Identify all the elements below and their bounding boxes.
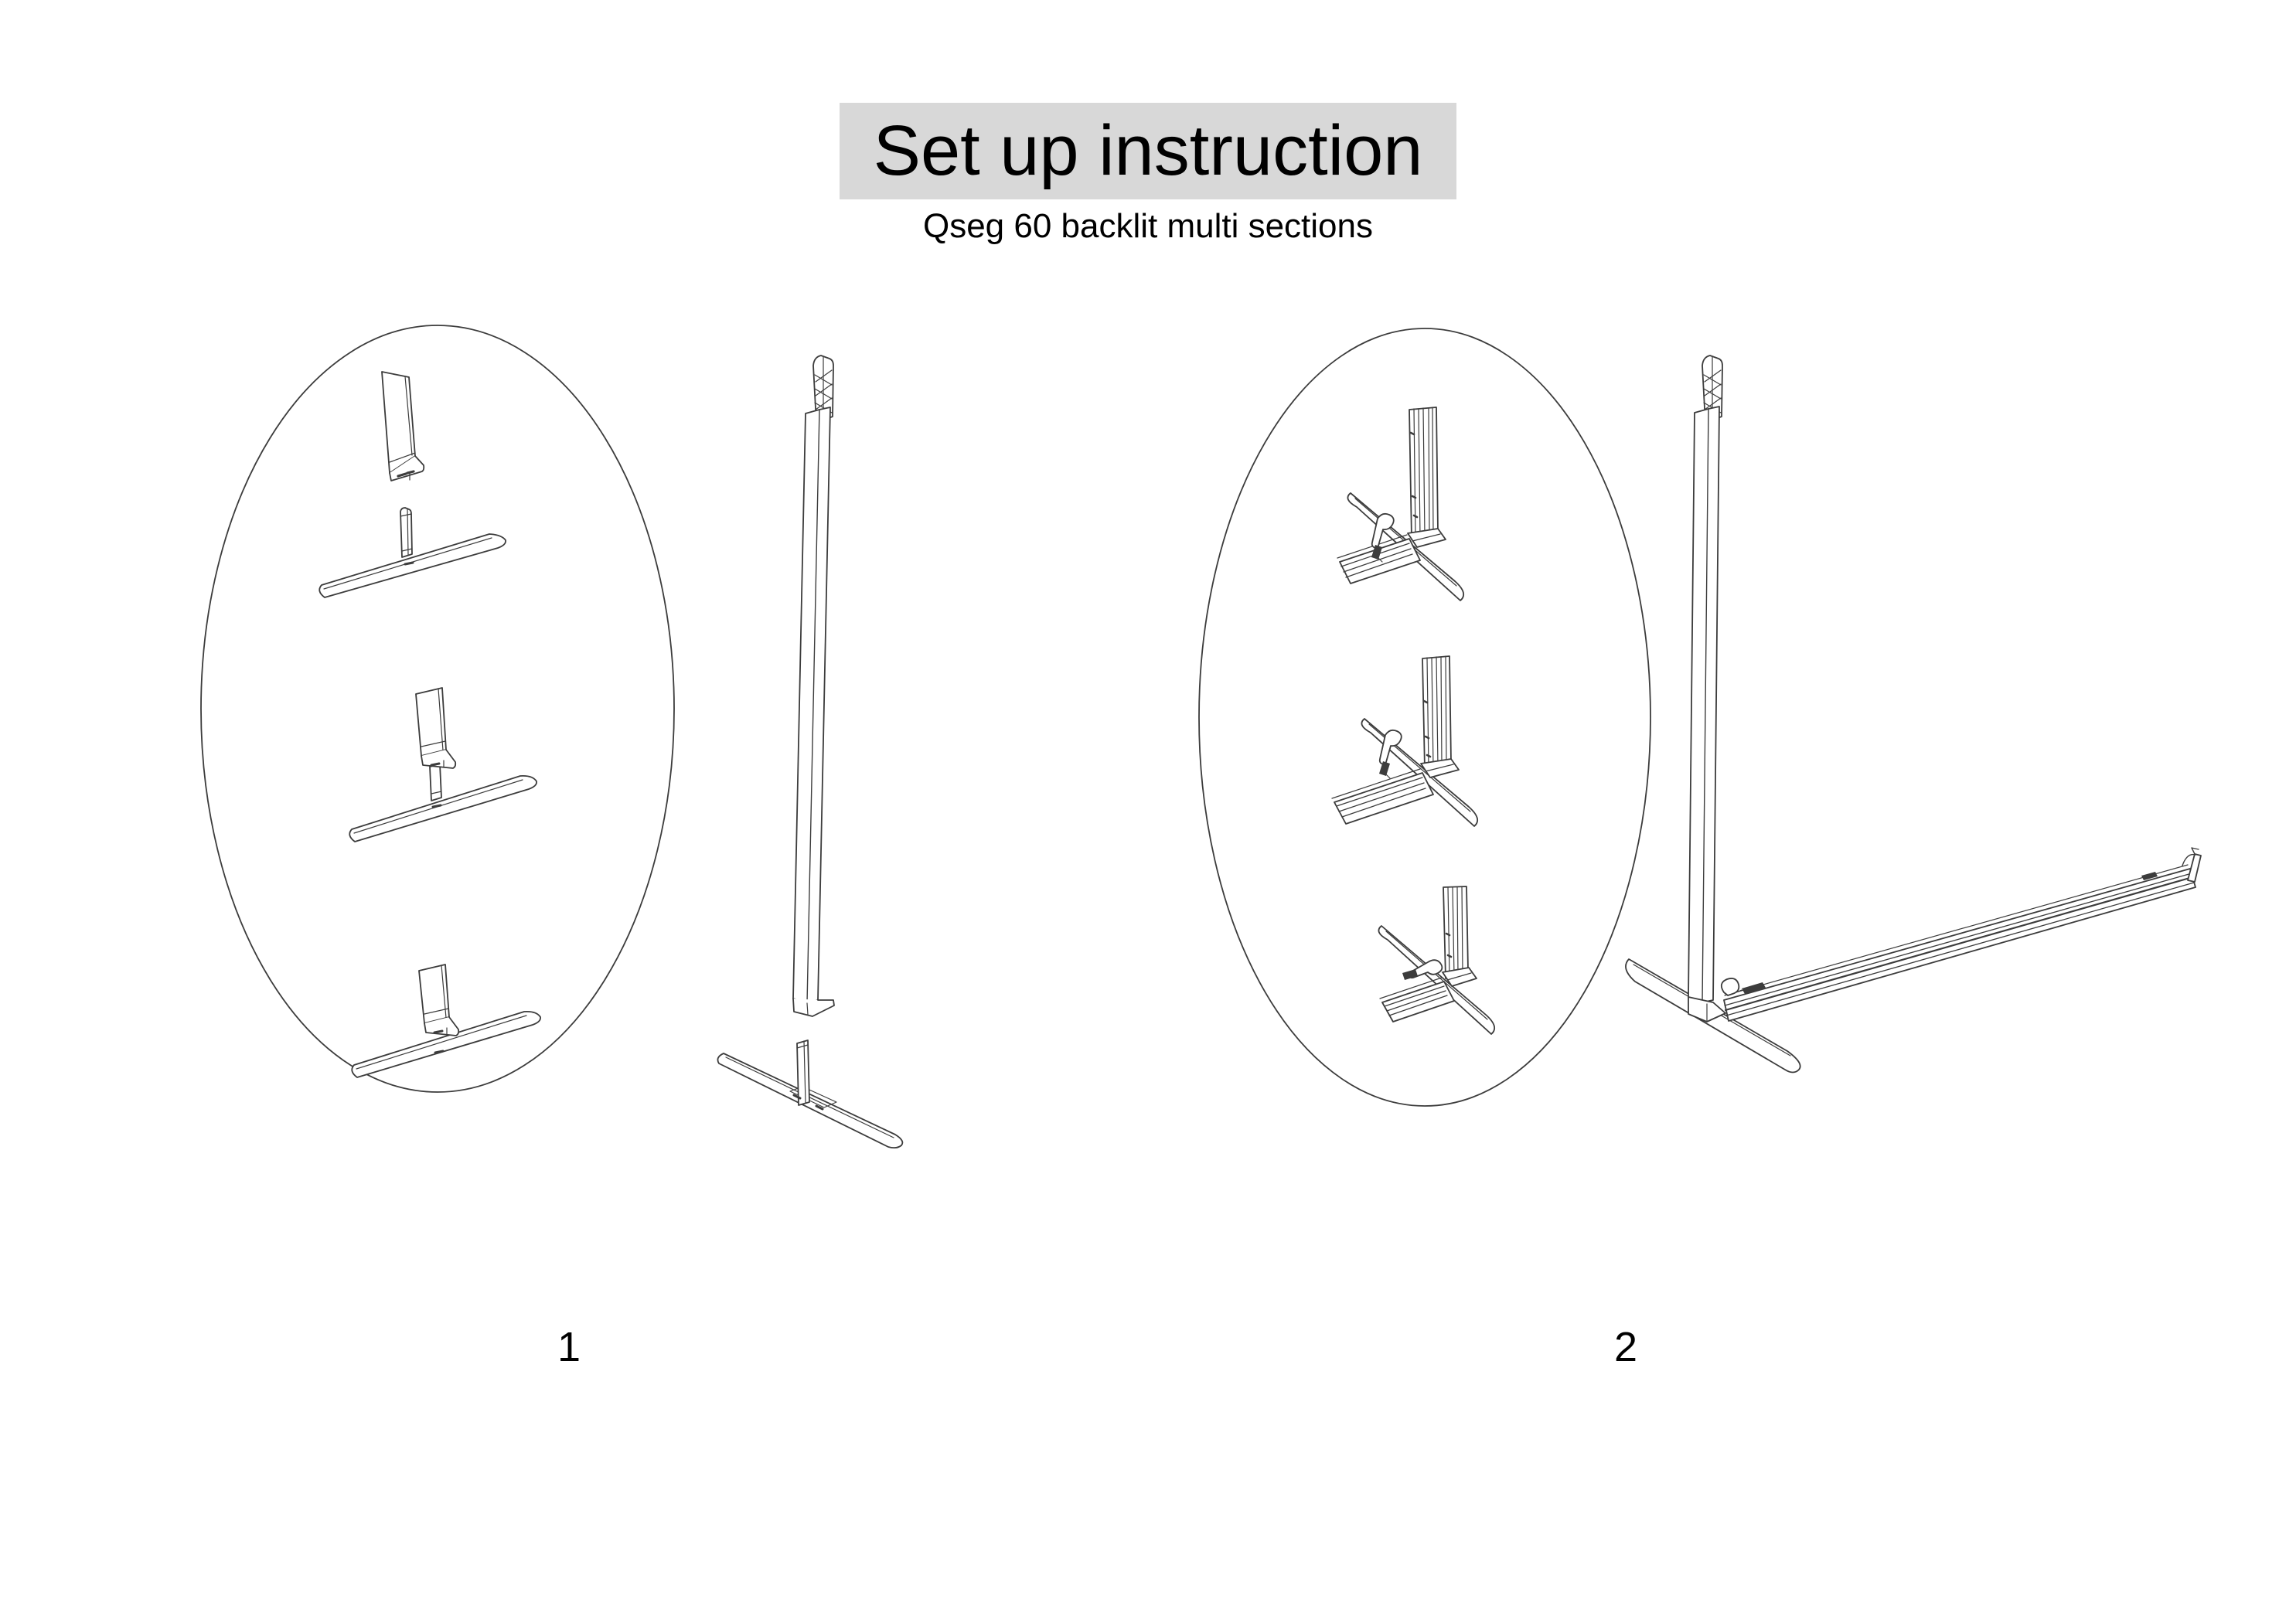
allen-key-flat-icon [1402, 959, 1443, 980]
step-2-label: 2 [1613, 1324, 1638, 1370]
allen-key-icon [1378, 729, 1402, 779]
step2-detail-ellipse [1198, 328, 1651, 1107]
title-banner: Set up instruction [840, 103, 1456, 199]
step1-base-drawing [717, 1039, 904, 1149]
page-subtitle: Qseg 60 backlit multi sections [922, 207, 1374, 245]
step-1-label: 1 [557, 1324, 581, 1370]
step1-detail-ellipse [200, 325, 675, 1093]
pole-extrusion [1688, 406, 1726, 1022]
allen-key-flat-icon [1720, 978, 1742, 996]
allen-key-icon [1371, 512, 1395, 563]
step1-pole-drawing [792, 355, 835, 1017]
step1-base-peg-drawing [319, 507, 506, 598]
step-1-illustration [200, 325, 904, 1149]
step2-assembled-scene [1625, 355, 2202, 1073]
pole-top-connector [812, 355, 834, 424]
step2-corner-detail-3 [1378, 886, 1496, 1035]
step-2-illustration [1198, 328, 2202, 1107]
step1-assembled-drawing [351, 964, 541, 1078]
step2-corner-detail-2 [1331, 655, 1479, 827]
page-title: Set up instruction [873, 111, 1423, 190]
step1-insert-drawing [349, 687, 537, 842]
step2-corner-detail-1 [1337, 407, 1465, 601]
bottom-beam [1720, 847, 2202, 1022]
beam-end-connector [2182, 847, 2202, 883]
step1-pole-piece-drawing [381, 371, 425, 481]
